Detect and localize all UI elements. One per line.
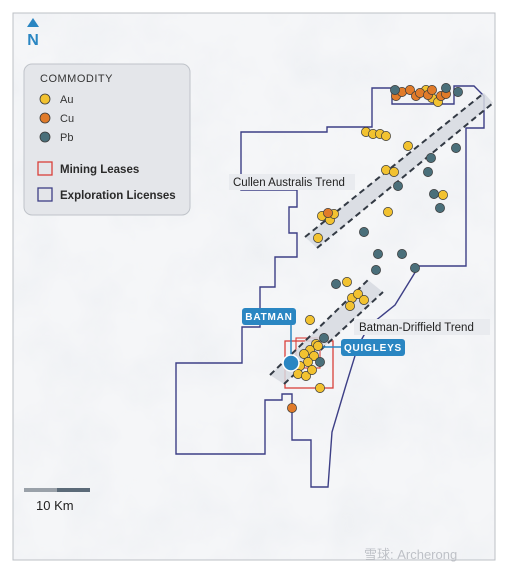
batman-callout[interactable]: BATMAN (242, 308, 296, 325)
legend-title: COMMODITY (40, 73, 113, 85)
exploration-license-boundary (175, 85, 485, 488)
batman-location-marker (282, 354, 300, 372)
pb-occurrence-point[interactable] (331, 279, 341, 289)
legend-exploration-license-label: Exploration Licenses (60, 190, 176, 202)
au-occurrence-point[interactable] (438, 190, 448, 200)
legend-panel (23, 63, 191, 216)
au-occurrence-point[interactable] (353, 289, 363, 299)
cullen-trend-zone (304, 92, 494, 249)
pb-occurrence-point[interactable] (315, 357, 325, 367)
legend-cu-label: Cu (60, 113, 74, 125)
north-arrow-icon (27, 18, 39, 27)
north-arrow: N (27, 18, 39, 49)
cu-occurrence-point[interactable] (405, 85, 415, 95)
pb-occurrence-point[interactable] (359, 227, 369, 237)
au-occurrence-point[interactable] (403, 141, 413, 151)
legend-mining-lease-label: Mining Leases (60, 164, 139, 176)
pb-occurrence-point[interactable] (410, 263, 420, 273)
au-occurrence-point[interactable] (381, 131, 391, 141)
scale-label: 10 Km (36, 498, 74, 513)
batman-driffield-trend-label: Batman-Driffield Trend (354, 319, 490, 335)
au-occurrence-point[interactable] (307, 365, 317, 375)
pb-occurrence-point[interactable] (435, 203, 445, 213)
pb-occurrence-point[interactable] (451, 143, 461, 153)
pb-occurrence-point[interactable] (453, 87, 463, 97)
pb-occurrence-point[interactable] (423, 167, 433, 177)
cullen-trend-label: Cullen Australis Trend (229, 174, 355, 190)
au-occurrence-point[interactable] (305, 315, 315, 325)
pb-occurrence-point[interactable] (319, 333, 329, 343)
legend-cu-symbol (39, 112, 51, 124)
pb-occurrence-point[interactable] (373, 249, 383, 259)
au-occurrence-point[interactable] (303, 357, 313, 367)
au-occurrence-point[interactable] (313, 341, 323, 351)
au-occurrence-point[interactable] (345, 301, 355, 311)
legend-mining-lease-symbol (37, 161, 53, 176)
legend-au-label: Au (60, 94, 73, 106)
north-label: N (27, 32, 39, 49)
au-occurrence-point[interactable] (313, 233, 323, 243)
au-occurrence-point[interactable] (342, 277, 352, 287)
scale-bar: 10 Km (24, 488, 90, 513)
au-occurrence-point[interactable] (359, 295, 369, 305)
cullen-trend-text: Cullen Australis Trend (233, 177, 345, 189)
pb-occurrence-point[interactable] (441, 83, 451, 93)
batman-label: BATMAN (245, 312, 292, 323)
au-occurrence-point[interactable] (389, 167, 399, 177)
batman-driffield-trend-text: Batman-Driffield Trend (359, 322, 474, 334)
pb-occurrence-point[interactable] (397, 249, 407, 259)
legend-pb-symbol (39, 131, 51, 143)
cu-occurrence-point[interactable] (323, 208, 333, 218)
pb-occurrence-point[interactable] (393, 181, 403, 191)
au-occurrence-point[interactable] (309, 351, 319, 361)
watermark: 雪球: Archerong (364, 547, 457, 562)
pb-occurrence-point[interactable] (429, 189, 439, 199)
legend: COMMODITY Au Cu Pb Mining Leases Explora… (23, 63, 191, 216)
pb-occurrence-point[interactable] (390, 85, 400, 95)
quigleys-callout[interactable]: QUIGLEYS (341, 339, 405, 356)
pb-occurrence-point[interactable] (371, 265, 381, 275)
map-frame (12, 12, 496, 561)
quigleys-label: QUIGLEYS (344, 343, 402, 354)
cu-occurrence-point[interactable] (287, 403, 297, 413)
cu-occurrence-point[interactable] (427, 85, 437, 95)
au-occurrence-point[interactable] (299, 349, 309, 359)
legend-exploration-license-symbol (37, 187, 53, 202)
occurrence-points (287, 83, 463, 413)
pb-occurrence-point[interactable] (426, 153, 436, 163)
legend-au-symbol (39, 93, 51, 105)
legend-pb-label: Pb (60, 132, 73, 144)
au-occurrence-point[interactable] (383, 207, 393, 217)
au-occurrence-point[interactable] (301, 371, 311, 381)
au-occurrence-point[interactable] (315, 383, 325, 393)
